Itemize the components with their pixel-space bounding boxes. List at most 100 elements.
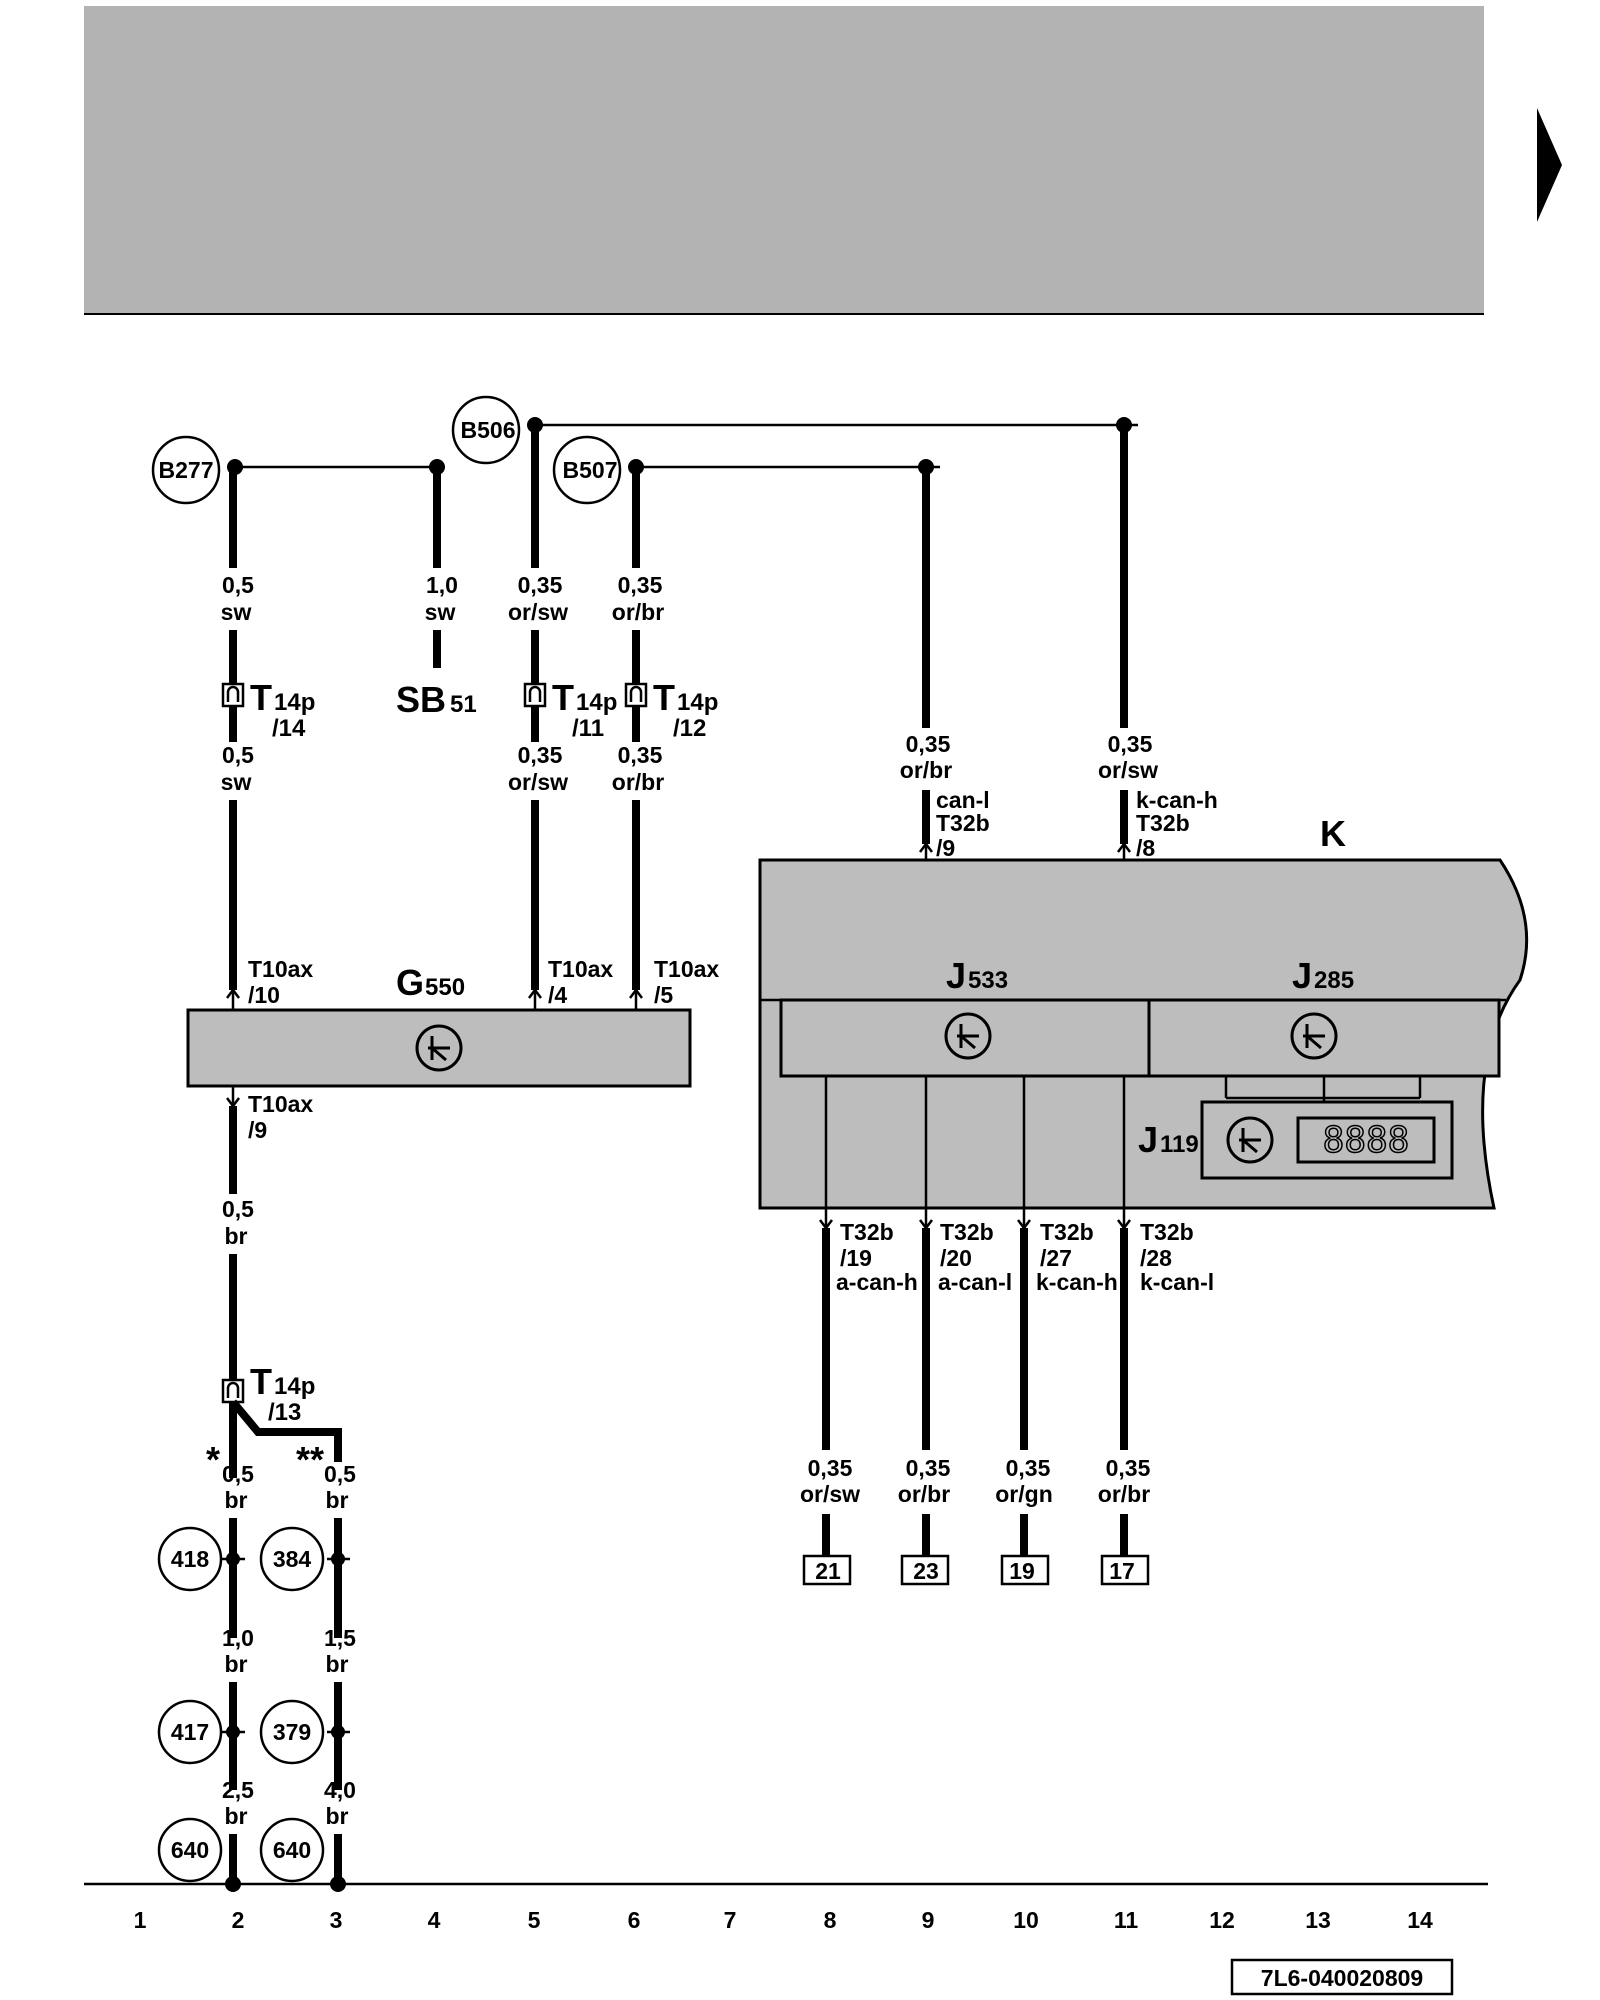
grid-number: 1: [134, 1907, 147, 1933]
wire-color: br: [225, 1651, 248, 1677]
svg-text:can-l: can-l: [936, 787, 990, 813]
connector-t32b-19: T32b /19 a-can-h: [836, 1219, 918, 1295]
svg-text:/9: /9: [936, 835, 955, 861]
ref-circle-b506: B506: [451, 395, 521, 465]
grid-number: 11: [1114, 1907, 1139, 1933]
wire-size: 0,35: [906, 731, 951, 757]
svg-text:T: T: [552, 677, 574, 718]
svg-text:14p: 14p: [677, 689, 718, 716]
transistor-icon: [944, 1012, 992, 1060]
grid-number: 5: [528, 1907, 541, 1933]
component-g550: G 550: [186, 962, 692, 1088]
header-panel: [84, 6, 1484, 314]
svg-text:T32b: T32b: [1140, 1219, 1194, 1245]
svg-text:J: J: [946, 955, 966, 996]
ref-circle-417: 417: [157, 1699, 223, 1765]
grid-number: 9: [922, 1907, 935, 1933]
svg-text:T32b: T32b: [1040, 1219, 1094, 1245]
wire-size: 1,5: [324, 1625, 356, 1651]
grid-number: 13: [1305, 1907, 1331, 1933]
wire-size: 0,35: [518, 572, 563, 598]
connector-t14p-14: T 14p /14: [221, 677, 315, 742]
connector-t10ax-10: T10ax /10: [248, 956, 313, 1008]
svg-text:T: T: [250, 677, 272, 718]
svg-text:/28: /28: [1140, 1245, 1172, 1271]
svg-text:285: 285: [1314, 967, 1354, 994]
wire-size: 0,35: [1106, 1455, 1151, 1481]
svg-text:k-can-h: k-can-h: [1036, 1269, 1118, 1295]
svg-text:J: J: [1292, 955, 1312, 996]
svg-text:/13: /13: [268, 1399, 301, 1426]
svg-text:550: 550: [425, 974, 465, 1001]
wire-color: br: [326, 1487, 349, 1513]
wire-branch: [229, 1399, 342, 1462]
j119-label: J 119: [1138, 1119, 1199, 1160]
wire-color: or/br: [900, 757, 952, 783]
svg-text:/9: /9: [248, 1117, 267, 1143]
svg-text:/20: /20: [940, 1245, 972, 1271]
display-icon: 8888: [1296, 1116, 1436, 1164]
svg-text:14p: 14p: [274, 689, 315, 716]
reference-code: 7L6-040020809: [1230, 1958, 1454, 1996]
svg-text:640: 640: [171, 1837, 209, 1863]
wire-size: 0,35: [618, 742, 663, 768]
svg-text:/12: /12: [673, 715, 706, 742]
wire-size: 0,5: [324, 1461, 356, 1487]
grid-number: 2: [232, 1907, 245, 1933]
svg-text:/10: /10: [248, 982, 280, 1008]
connector-t10ax-5: T10ax /5: [654, 956, 719, 1008]
variant-marker: **: [296, 1439, 324, 1480]
wire-size: 0,35: [906, 1455, 951, 1481]
svg-text:/19: /19: [840, 1245, 872, 1271]
ref-box-17: 17: [1100, 1554, 1150, 1586]
ref-circle-b507: B507: [552, 435, 622, 505]
wire-size: 0,5: [222, 1196, 254, 1222]
svg-text:T10ax: T10ax: [248, 1091, 313, 1117]
svg-text:T: T: [653, 677, 675, 718]
wire-color: br: [326, 1651, 349, 1677]
svg-text:T32b: T32b: [936, 810, 990, 836]
wire-size: 0,35: [808, 1455, 853, 1481]
ref-box-23: 23: [900, 1554, 950, 1586]
grid-number: 12: [1209, 1907, 1235, 1933]
svg-text:/11: /11: [572, 715, 604, 742]
connector-t10ax-4: T10ax /4: [548, 956, 613, 1008]
svg-text:51: 51: [450, 691, 477, 718]
svg-text:/8: /8: [1136, 835, 1155, 861]
wire-size: 4,0: [324, 1777, 356, 1803]
svg-text:B506: B506: [461, 417, 516, 443]
svg-text:k-can-h: k-can-h: [1136, 787, 1218, 813]
svg-text:T10ax: T10ax: [654, 956, 719, 982]
wire-color: sw: [425, 599, 456, 625]
svg-text:T32b: T32b: [840, 1219, 894, 1245]
svg-text:B507: B507: [563, 457, 618, 483]
svg-text:119: 119: [1160, 1131, 1199, 1158]
svg-text:14p: 14p: [274, 1373, 315, 1400]
svg-text:8888: 8888: [1323, 1120, 1410, 1161]
svg-text:SB: SB: [396, 679, 446, 720]
wire-size: 0,35: [1108, 731, 1153, 757]
wire-size: 0,35: [618, 572, 663, 598]
wire-color: or/sw: [1098, 757, 1158, 783]
svg-text:a-can-h: a-can-h: [836, 1269, 918, 1295]
svg-text:T32b: T32b: [940, 1219, 994, 1245]
svg-text:/4: /4: [548, 982, 567, 1008]
next-page-arrow-icon[interactable]: [1537, 108, 1562, 222]
svg-text:B277: B277: [159, 457, 214, 483]
connector-t14p-12: T 14p /12: [624, 677, 718, 742]
svg-text:379: 379: [273, 1719, 311, 1745]
grid-number: 7: [724, 1907, 737, 1933]
connector-t32b-28: T32b /28 k-can-l: [1140, 1219, 1214, 1295]
fuse-sb51: SB 51: [396, 679, 477, 720]
svg-text:T32b: T32b: [1136, 810, 1190, 836]
ref-box-19: 19: [1000, 1554, 1050, 1586]
grid-number: 3: [330, 1907, 343, 1933]
j285-label: J 285: [1292, 955, 1354, 996]
wire-color: or/br: [612, 599, 664, 625]
component-j285: [1147, 998, 1501, 1078]
wire-size: 1,0: [426, 572, 458, 598]
j533-label: J 533: [946, 955, 1008, 996]
connector-t32b-8: k-can-h T32b /8: [1136, 787, 1218, 861]
ref-circle-640a: 640: [157, 1817, 223, 1883]
